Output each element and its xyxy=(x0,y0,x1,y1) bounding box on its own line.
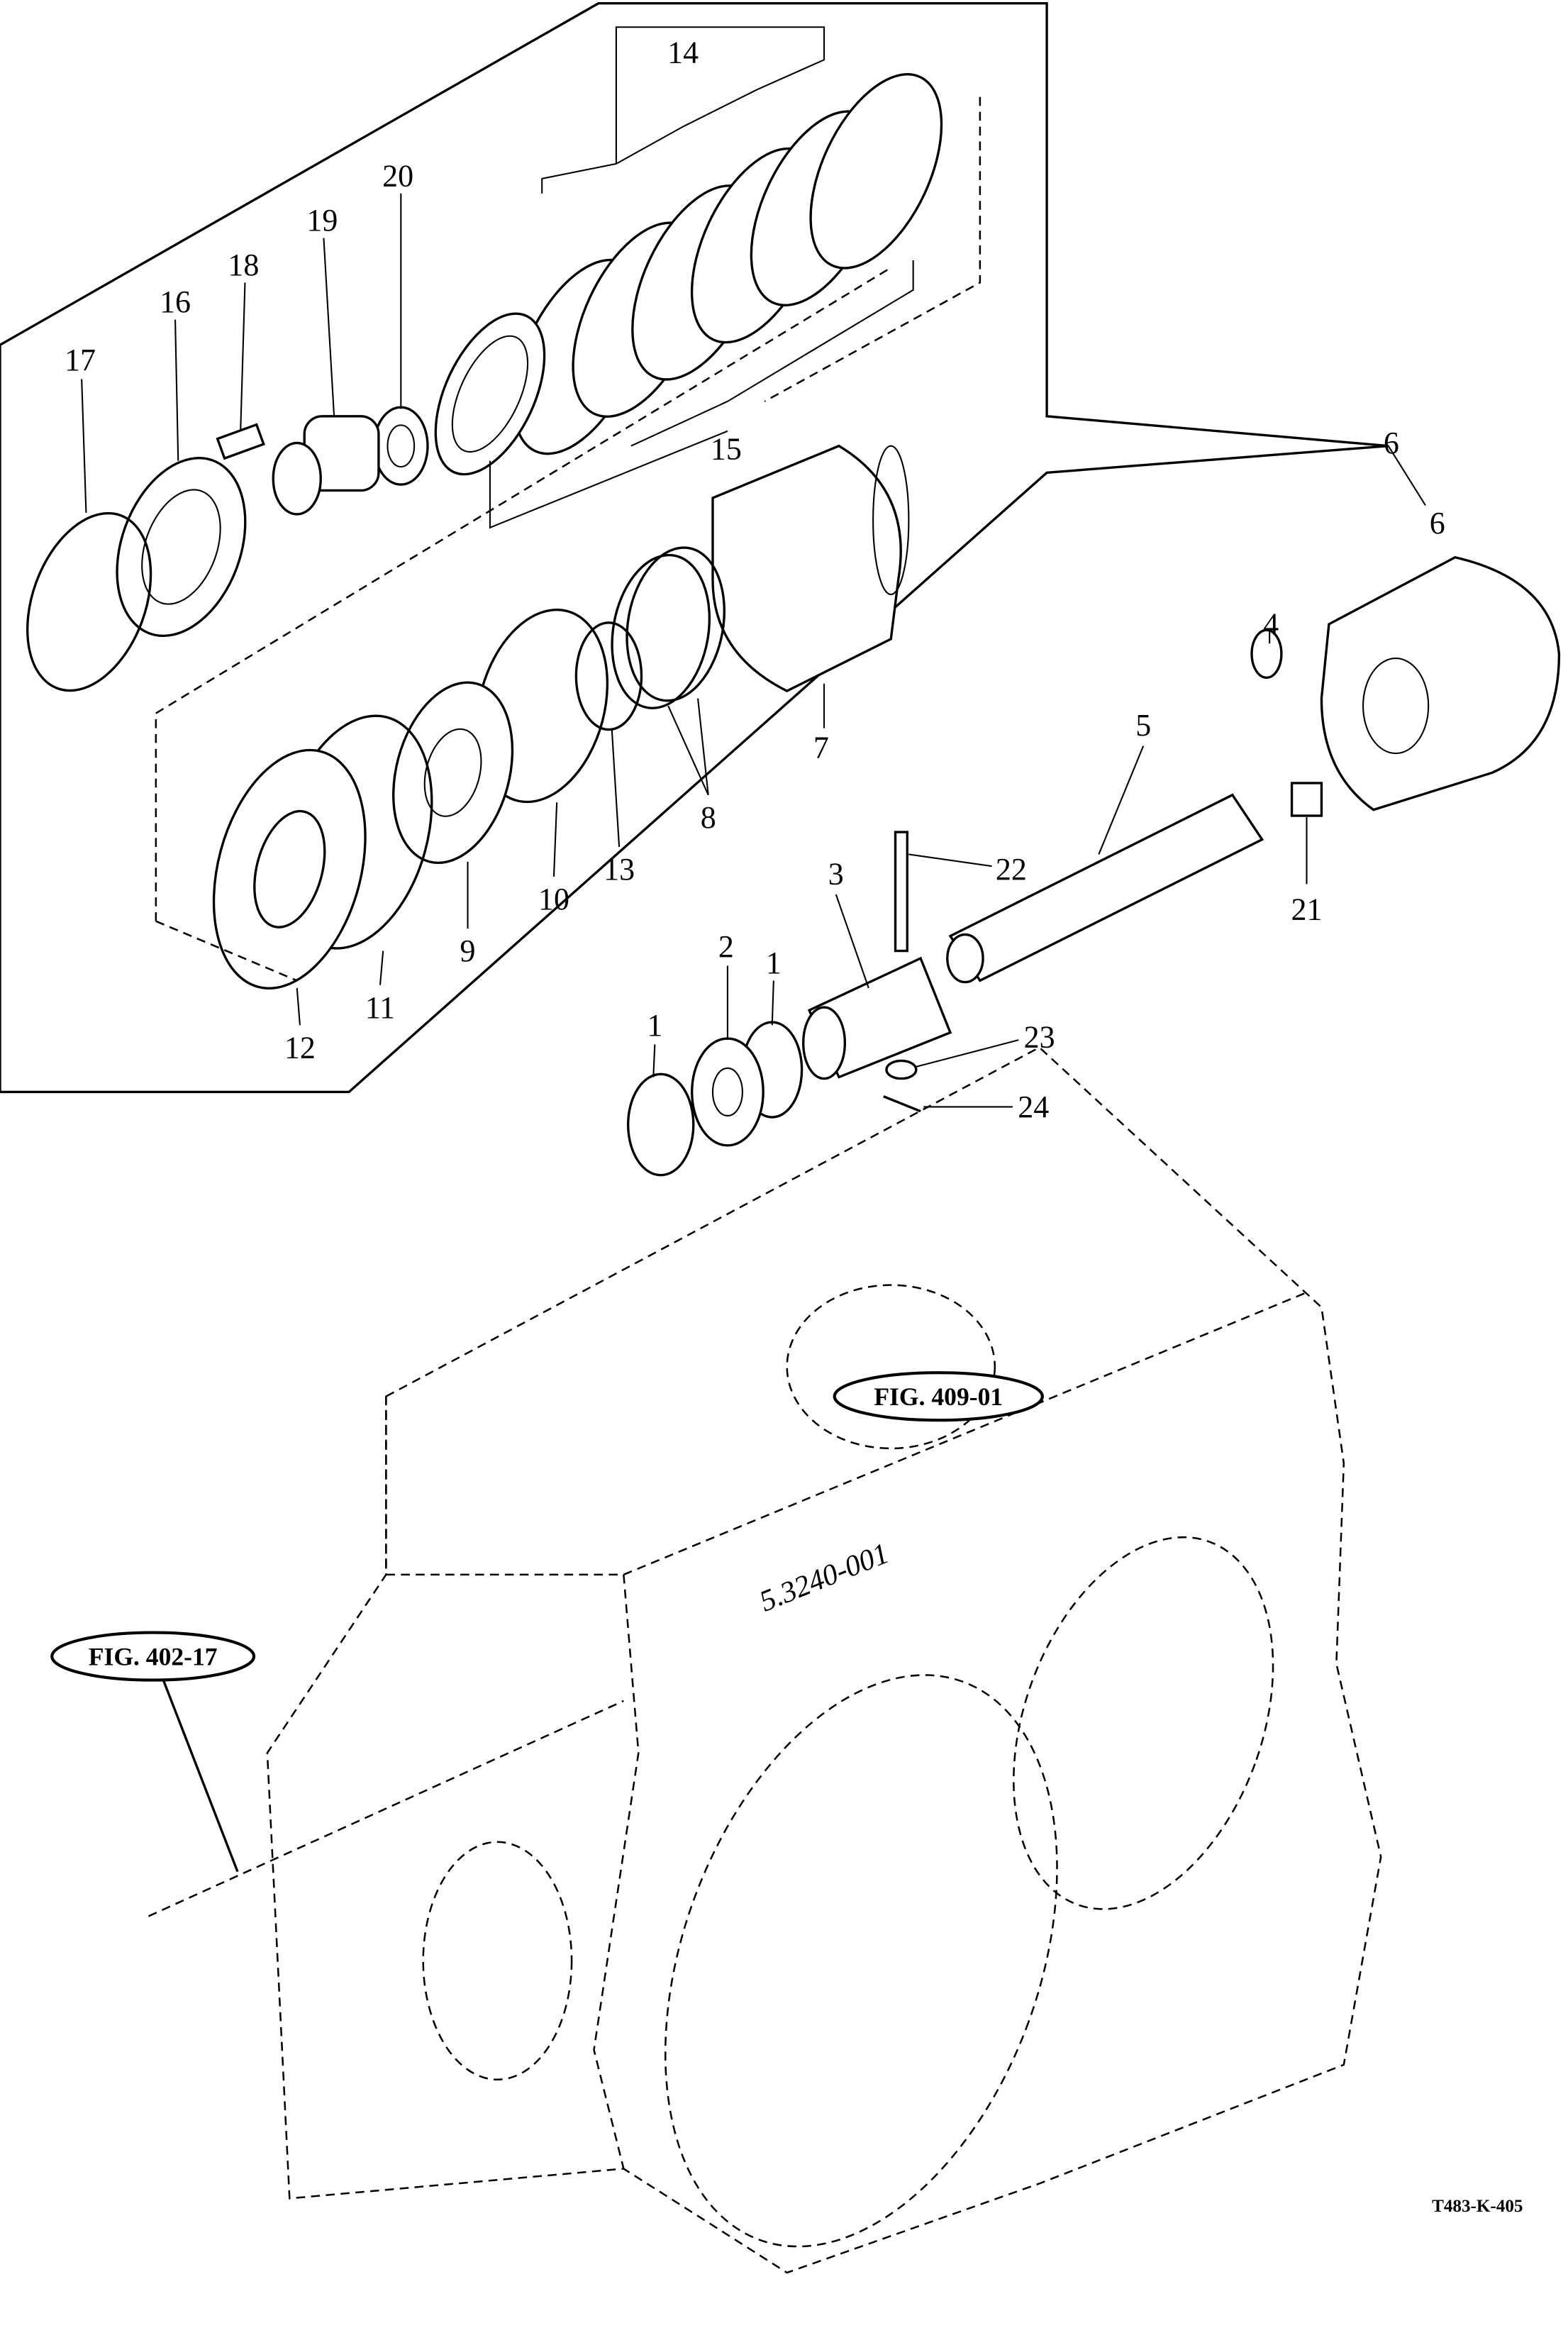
plate-16 xyxy=(116,457,247,638)
cotter-pin-24 xyxy=(883,1095,921,1113)
drum-7 xyxy=(711,444,910,693)
callout-1: 1 xyxy=(647,1008,662,1043)
callout-19: 19 xyxy=(306,203,338,238)
clutch-assembly-6 xyxy=(1320,555,1561,811)
callout-4: 4 xyxy=(1263,607,1279,642)
spring-18 xyxy=(216,423,265,460)
callout-18: 18 xyxy=(228,248,259,282)
callout-1: 1 xyxy=(766,946,782,980)
snap-ring-4 xyxy=(1250,628,1283,679)
fig-ref-label: FIG. 402-17 xyxy=(89,1643,218,1671)
callout-11: 11 xyxy=(365,990,395,1025)
bearing-2 xyxy=(691,1037,764,1147)
callouts: 1 1 2 3 4 5 6 6 7 8 9 10 11 12 13 14 15 … xyxy=(65,35,1445,1124)
fig-ref-409-01[interactable]: FIG. 409-01 xyxy=(833,1371,1044,1422)
leader-lines xyxy=(81,193,1308,1108)
needle-bearing-21 xyxy=(1290,782,1323,817)
callout-15: 15 xyxy=(711,432,742,467)
callout-23: 23 xyxy=(1024,1020,1055,1055)
callout-9: 9 xyxy=(460,933,476,968)
callout-12: 12 xyxy=(284,1030,316,1065)
callout-14: 14 xyxy=(667,35,699,70)
pin-22 xyxy=(894,831,908,953)
casting-mark: 5.3240-001 xyxy=(755,1537,894,1619)
callout-8: 8 xyxy=(701,800,716,835)
callout-6: 6 xyxy=(1384,426,1399,460)
snap-ring-1b xyxy=(626,1072,695,1177)
fig-ref-402-17[interactable]: FIG. 402-17 xyxy=(50,1631,256,1873)
callout-17: 17 xyxy=(65,343,96,377)
callout-24: 24 xyxy=(1018,1090,1049,1124)
callout-3: 3 xyxy=(828,856,844,891)
callout-5: 5 xyxy=(1135,708,1151,743)
callout-2: 2 xyxy=(718,929,734,964)
washer-23 xyxy=(885,1059,918,1080)
transmission-housing xyxy=(148,1046,1382,2274)
callout-10: 10 xyxy=(538,882,569,916)
callout-7: 7 xyxy=(813,730,829,765)
piston-9 xyxy=(392,681,514,865)
callout-20: 20 xyxy=(382,158,413,193)
seal-8 xyxy=(611,553,711,709)
callout-6: 6 xyxy=(1430,506,1445,541)
callout-13: 13 xyxy=(604,852,635,887)
clutch-plates xyxy=(434,73,943,476)
shaft-5 xyxy=(946,793,1264,984)
callout-22: 22 xyxy=(996,852,1027,887)
callout-21: 21 xyxy=(1291,892,1323,927)
drawing-code: T483-K-405 xyxy=(1432,2197,1523,2216)
fig-ref-label: FIG. 409-01 xyxy=(874,1382,1003,1411)
svg-text:5.3240-001: 5.3240-001 xyxy=(755,1537,894,1619)
bearing-20 xyxy=(372,406,429,486)
callout-16: 16 xyxy=(160,284,191,319)
snap-ring-17 xyxy=(26,511,152,692)
